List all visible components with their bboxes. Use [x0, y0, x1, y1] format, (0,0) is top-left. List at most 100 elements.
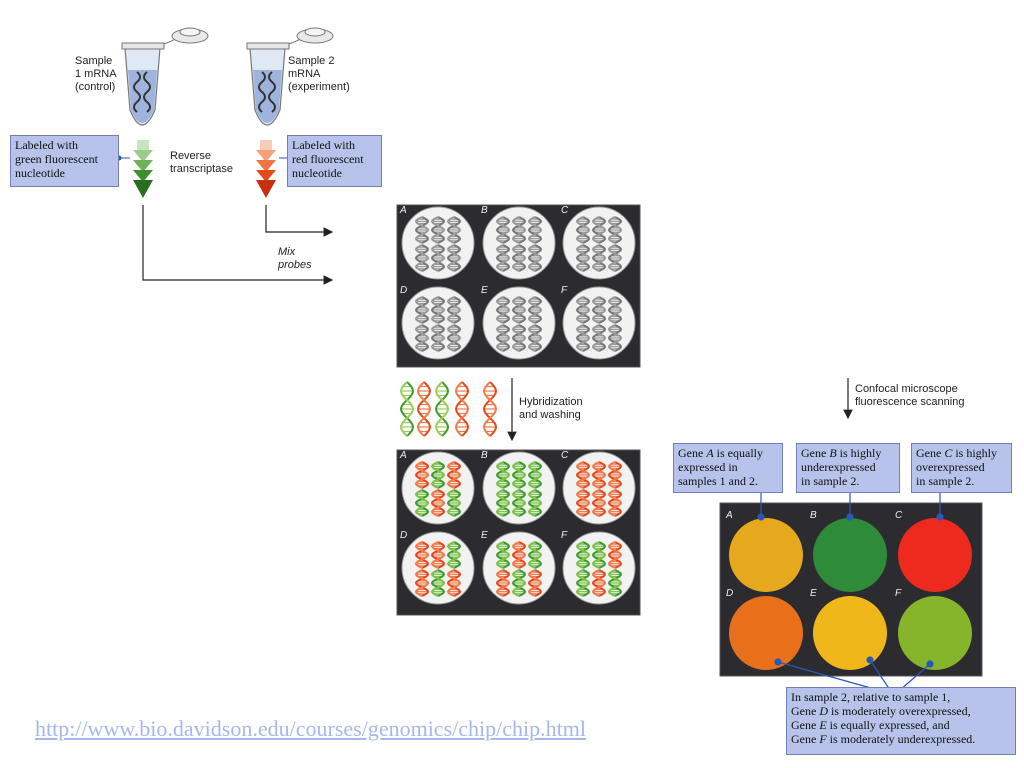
- chip1-dna-strand: [430, 324, 446, 352]
- chip2-dna-strand: [591, 541, 607, 569]
- spot-letter: B: [810, 510, 817, 521]
- chip2-well-letter: D: [400, 530, 407, 541]
- probe-strand: [416, 381, 432, 437]
- chip2-dna-strand: [414, 461, 430, 489]
- chip1-well-letter: B: [481, 205, 488, 216]
- spot-e: [813, 596, 887, 670]
- chip1-dna-strand: [527, 216, 543, 244]
- probe-strand: [454, 381, 470, 437]
- spot-letter: D: [726, 588, 733, 599]
- chip2-well-letter: C: [561, 450, 569, 461]
- chip1-dna-strand: [446, 324, 462, 352]
- chip2-dna-strand: [495, 541, 511, 569]
- chip2-dna-strand: [527, 489, 543, 517]
- chip1-dna-strand: [575, 244, 591, 272]
- chip2-dna-strand: [607, 541, 623, 569]
- chip1-well-letter: D: [400, 285, 407, 296]
- chip2-dna-strand: [607, 461, 623, 489]
- chip2-dna-strand: [430, 461, 446, 489]
- callout-lines: [757, 492, 944, 691]
- chip1-dna-strand: [446, 244, 462, 272]
- chip2-dna-strand: [591, 489, 607, 517]
- chip2-dna-strand: [446, 569, 462, 597]
- chip2-dna-strand: [446, 541, 462, 569]
- chip2-well-letter: A: [399, 450, 407, 461]
- chip1-dna-strand: [495, 244, 511, 272]
- chip1-dna-strand: [511, 296, 527, 324]
- chip2-dna-strand: [446, 489, 462, 517]
- microarray-scanned: A B C D E F: [719, 502, 983, 677]
- chip1-dna-strand: [446, 296, 462, 324]
- chip1-dna-strand: [607, 216, 623, 244]
- chip2-dna-strand: [495, 489, 511, 517]
- chip1-dna-strand: [591, 296, 607, 324]
- spot-letter: C: [895, 510, 903, 521]
- probe-strand: [482, 381, 498, 437]
- chip1-well-letter: C: [561, 205, 569, 216]
- chip1-dna-strand: [591, 324, 607, 352]
- chip2-well-letter: E: [481, 530, 488, 541]
- chip2-dna-strand: [414, 569, 430, 597]
- chip1-dna-strand: [575, 296, 591, 324]
- chip2-dna-strand: [575, 489, 591, 517]
- chip1-well-letter: F: [561, 285, 568, 296]
- chip2-dna-strand: [414, 489, 430, 517]
- chip2-dna-strand: [527, 569, 543, 597]
- chip1-dna-strand: [527, 296, 543, 324]
- chip2-dna-strand: [511, 461, 527, 489]
- chip1-dna-strand: [527, 244, 543, 272]
- chip1-dna-strand: [591, 244, 607, 272]
- chip2-dna-strand: [575, 461, 591, 489]
- mix-arrow-green: [142, 205, 334, 285]
- chip2-dna-strand: [430, 569, 446, 597]
- chip1-dna-strand: [511, 244, 527, 272]
- source-url-link[interactable]: http://www.bio.davidson.edu/courses/geno…: [35, 716, 586, 741]
- spot-c: [898, 518, 972, 592]
- chip2-dna-strand: [430, 489, 446, 517]
- tube-1-icon: [121, 27, 209, 126]
- chip1-dna-strand: [511, 324, 527, 352]
- chip2-dna-strand: [495, 461, 511, 489]
- summary-callout: In sample 2, relative to sample 1, Gene …: [786, 687, 1016, 755]
- chip1-well-letter: E: [481, 285, 488, 296]
- chip1-dna-strand: [511, 216, 527, 244]
- chip2-dna-strand: [591, 569, 607, 597]
- spot-letter: F: [895, 588, 902, 599]
- chip2-dna-strand: [527, 461, 543, 489]
- chip1-dna-strand: [607, 296, 623, 324]
- chip1-dna-strand: [575, 216, 591, 244]
- chip1-dna-strand: [414, 244, 430, 272]
- chip1-dna-strand: [607, 244, 623, 272]
- chip2-dna-strand: [511, 541, 527, 569]
- chip1-dna-strand: [430, 296, 446, 324]
- chip1-dna-strand: [430, 244, 446, 272]
- probe-strand: [434, 381, 450, 437]
- spot-a: [729, 518, 803, 592]
- spot-letter: E: [810, 588, 817, 599]
- green-label-arrow-icon: [133, 140, 153, 198]
- probe-strands-icon: [399, 381, 498, 437]
- chip1-dna-strand: [414, 216, 430, 244]
- chip2-dna-strand: [495, 569, 511, 597]
- chip2-dna-strand: [446, 461, 462, 489]
- chip1-dna-strand: [414, 296, 430, 324]
- probe-strand: [399, 381, 415, 437]
- chip1-dna-strand: [414, 324, 430, 352]
- chip2-dna-strand: [430, 541, 446, 569]
- chip1-dna-strand: [527, 324, 543, 352]
- spot-letter: A: [725, 510, 733, 521]
- chip2-dna-strand: [527, 541, 543, 569]
- chip2-dna-strand: [575, 541, 591, 569]
- spot-b: [813, 518, 887, 592]
